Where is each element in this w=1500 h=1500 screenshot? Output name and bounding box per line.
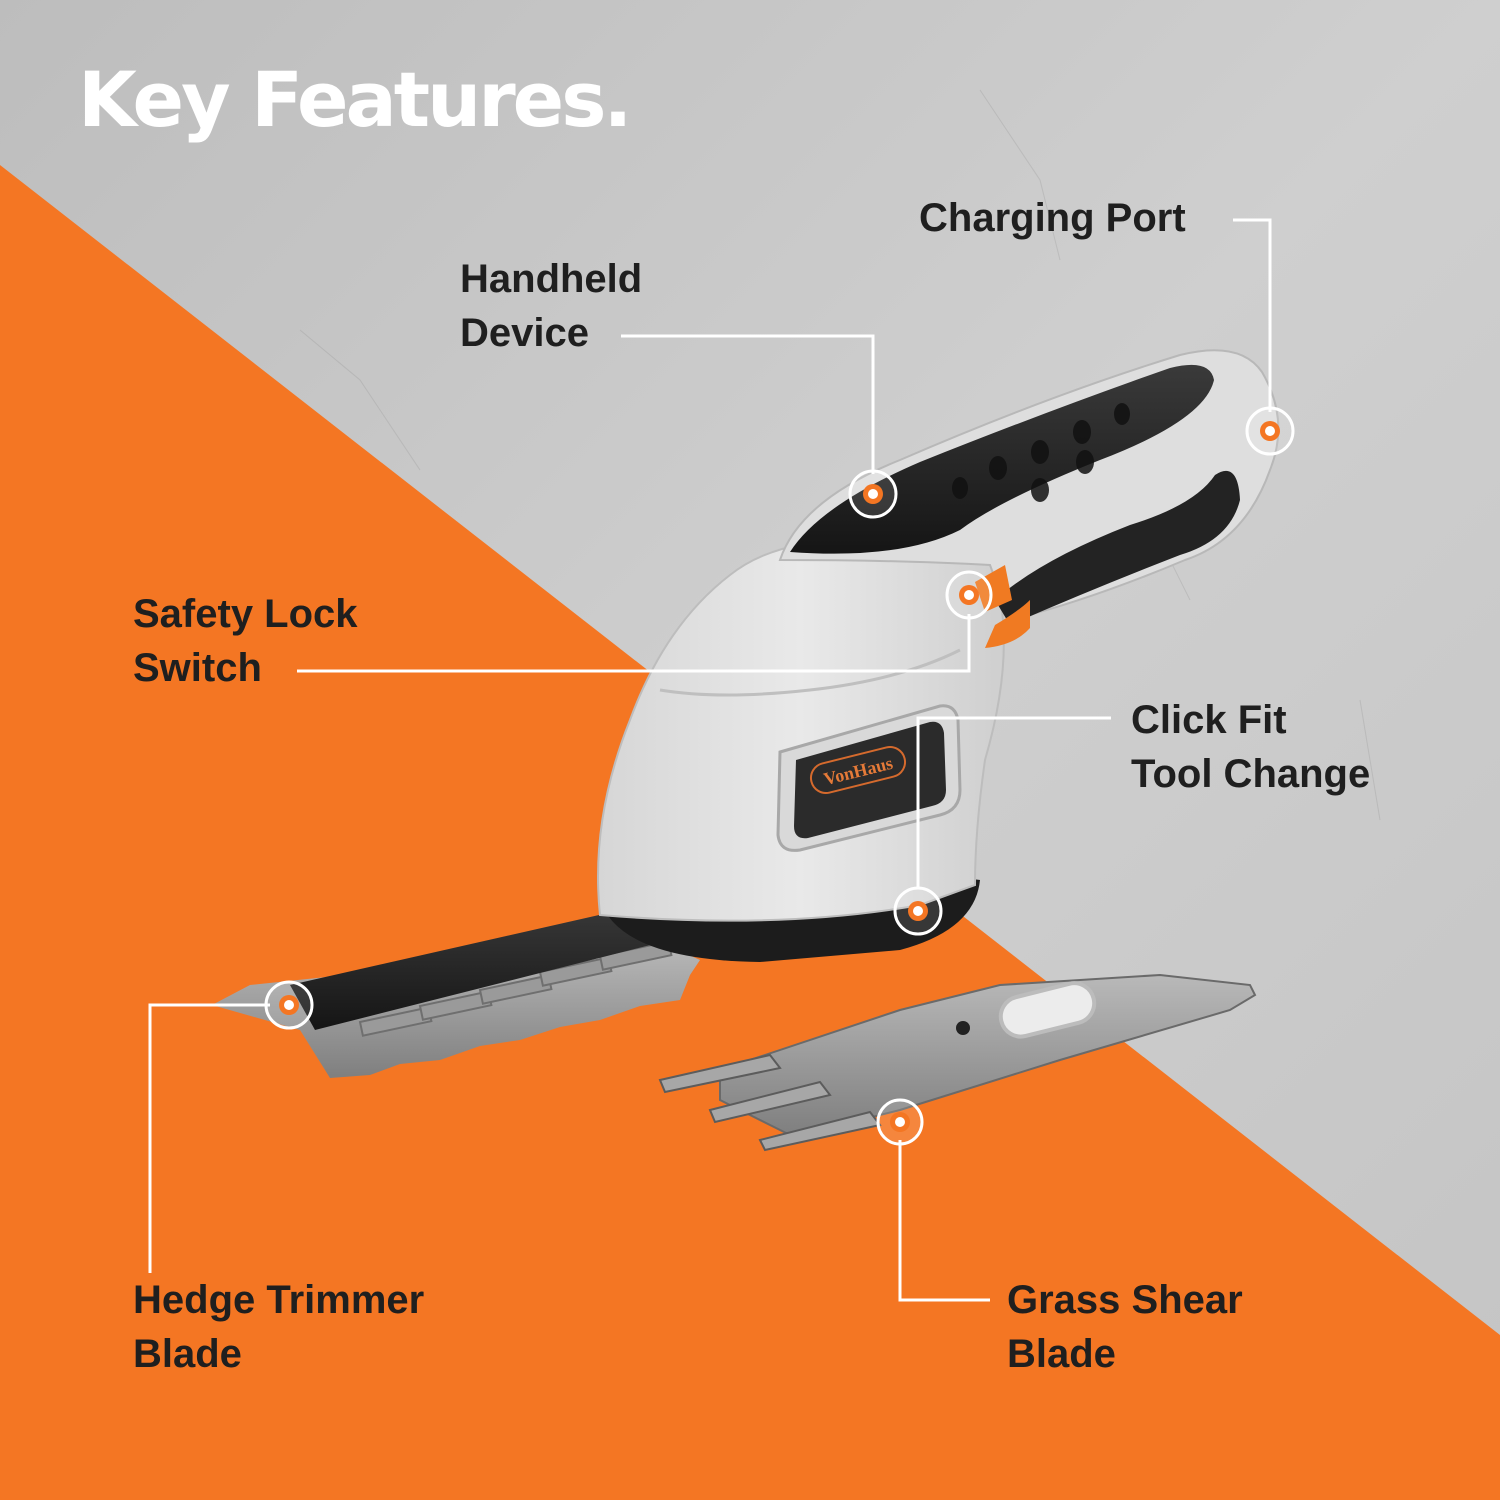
label-safety-lock-switch: Safety Lock Switch <box>133 592 358 690</box>
tool-handle <box>778 349 1280 625</box>
charging-port-hotspot[interactable] <box>1245 406 1295 456</box>
grass-shear-hotspot[interactable] <box>876 1098 924 1146</box>
handheld-device-hotspot[interactable] <box>848 469 898 519</box>
label-grass-shear-blade: Grass Shear Blade <box>1007 1278 1243 1376</box>
safety-lock-hotspot[interactable] <box>945 570 993 620</box>
grass-shear-blade-graphic <box>658 973 1257 1152</box>
safety-lock-button <box>975 565 1012 612</box>
label-click-fit-tool-change: Click Fit Tool Change <box>1131 698 1371 796</box>
brand-logo-panel: VonHaus <box>776 704 962 852</box>
hedge-trimmer-hotspot[interactable] <box>264 980 314 1030</box>
label-handheld-device: Handheld Device <box>460 257 643 355</box>
label-charging-port: Charging Port <box>919 196 1186 240</box>
label-hedge-trimmer-blade: Hedge Trimmer Blade <box>133 1278 425 1376</box>
trigger <box>985 600 1030 648</box>
click-fit-hotspot[interactable] <box>893 886 943 936</box>
page-title: Key Features. <box>78 55 632 144</box>
hedge-trimmer-blade-graphic <box>212 900 700 1078</box>
